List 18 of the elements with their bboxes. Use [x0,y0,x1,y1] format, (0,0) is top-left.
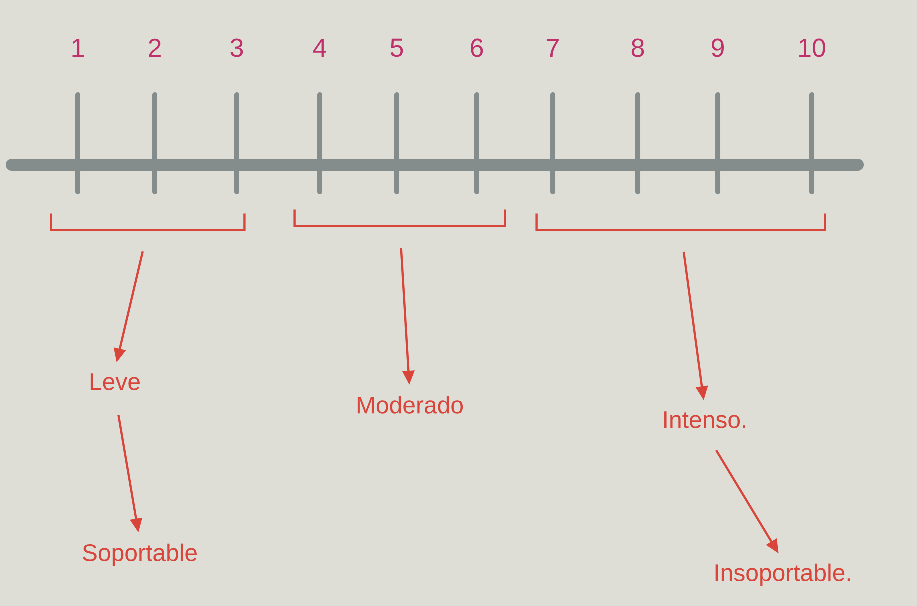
scale-number: 9 [712,38,724,58]
scale-number: 10 [800,38,826,58]
scale-number: 7 [547,39,559,57]
scale-number: 1 [72,39,84,57]
category-label: Moderado [358,396,464,414]
category-label: Leve [90,374,140,390]
category-label: Intenso. [664,412,746,428]
scale-number: 8 [632,38,644,58]
scale-number: 5 [390,38,404,58]
scale-number: 6 [471,38,484,58]
scale-number: 2 [149,38,161,58]
scale-number: 3 [230,38,244,58]
category-label: Insoportable. [716,564,850,586]
bracket [50,214,246,232]
category-label: Soportable [83,544,197,566]
bracket [536,214,826,232]
scale-number: 4 [313,39,326,57]
bracket [294,210,506,228]
